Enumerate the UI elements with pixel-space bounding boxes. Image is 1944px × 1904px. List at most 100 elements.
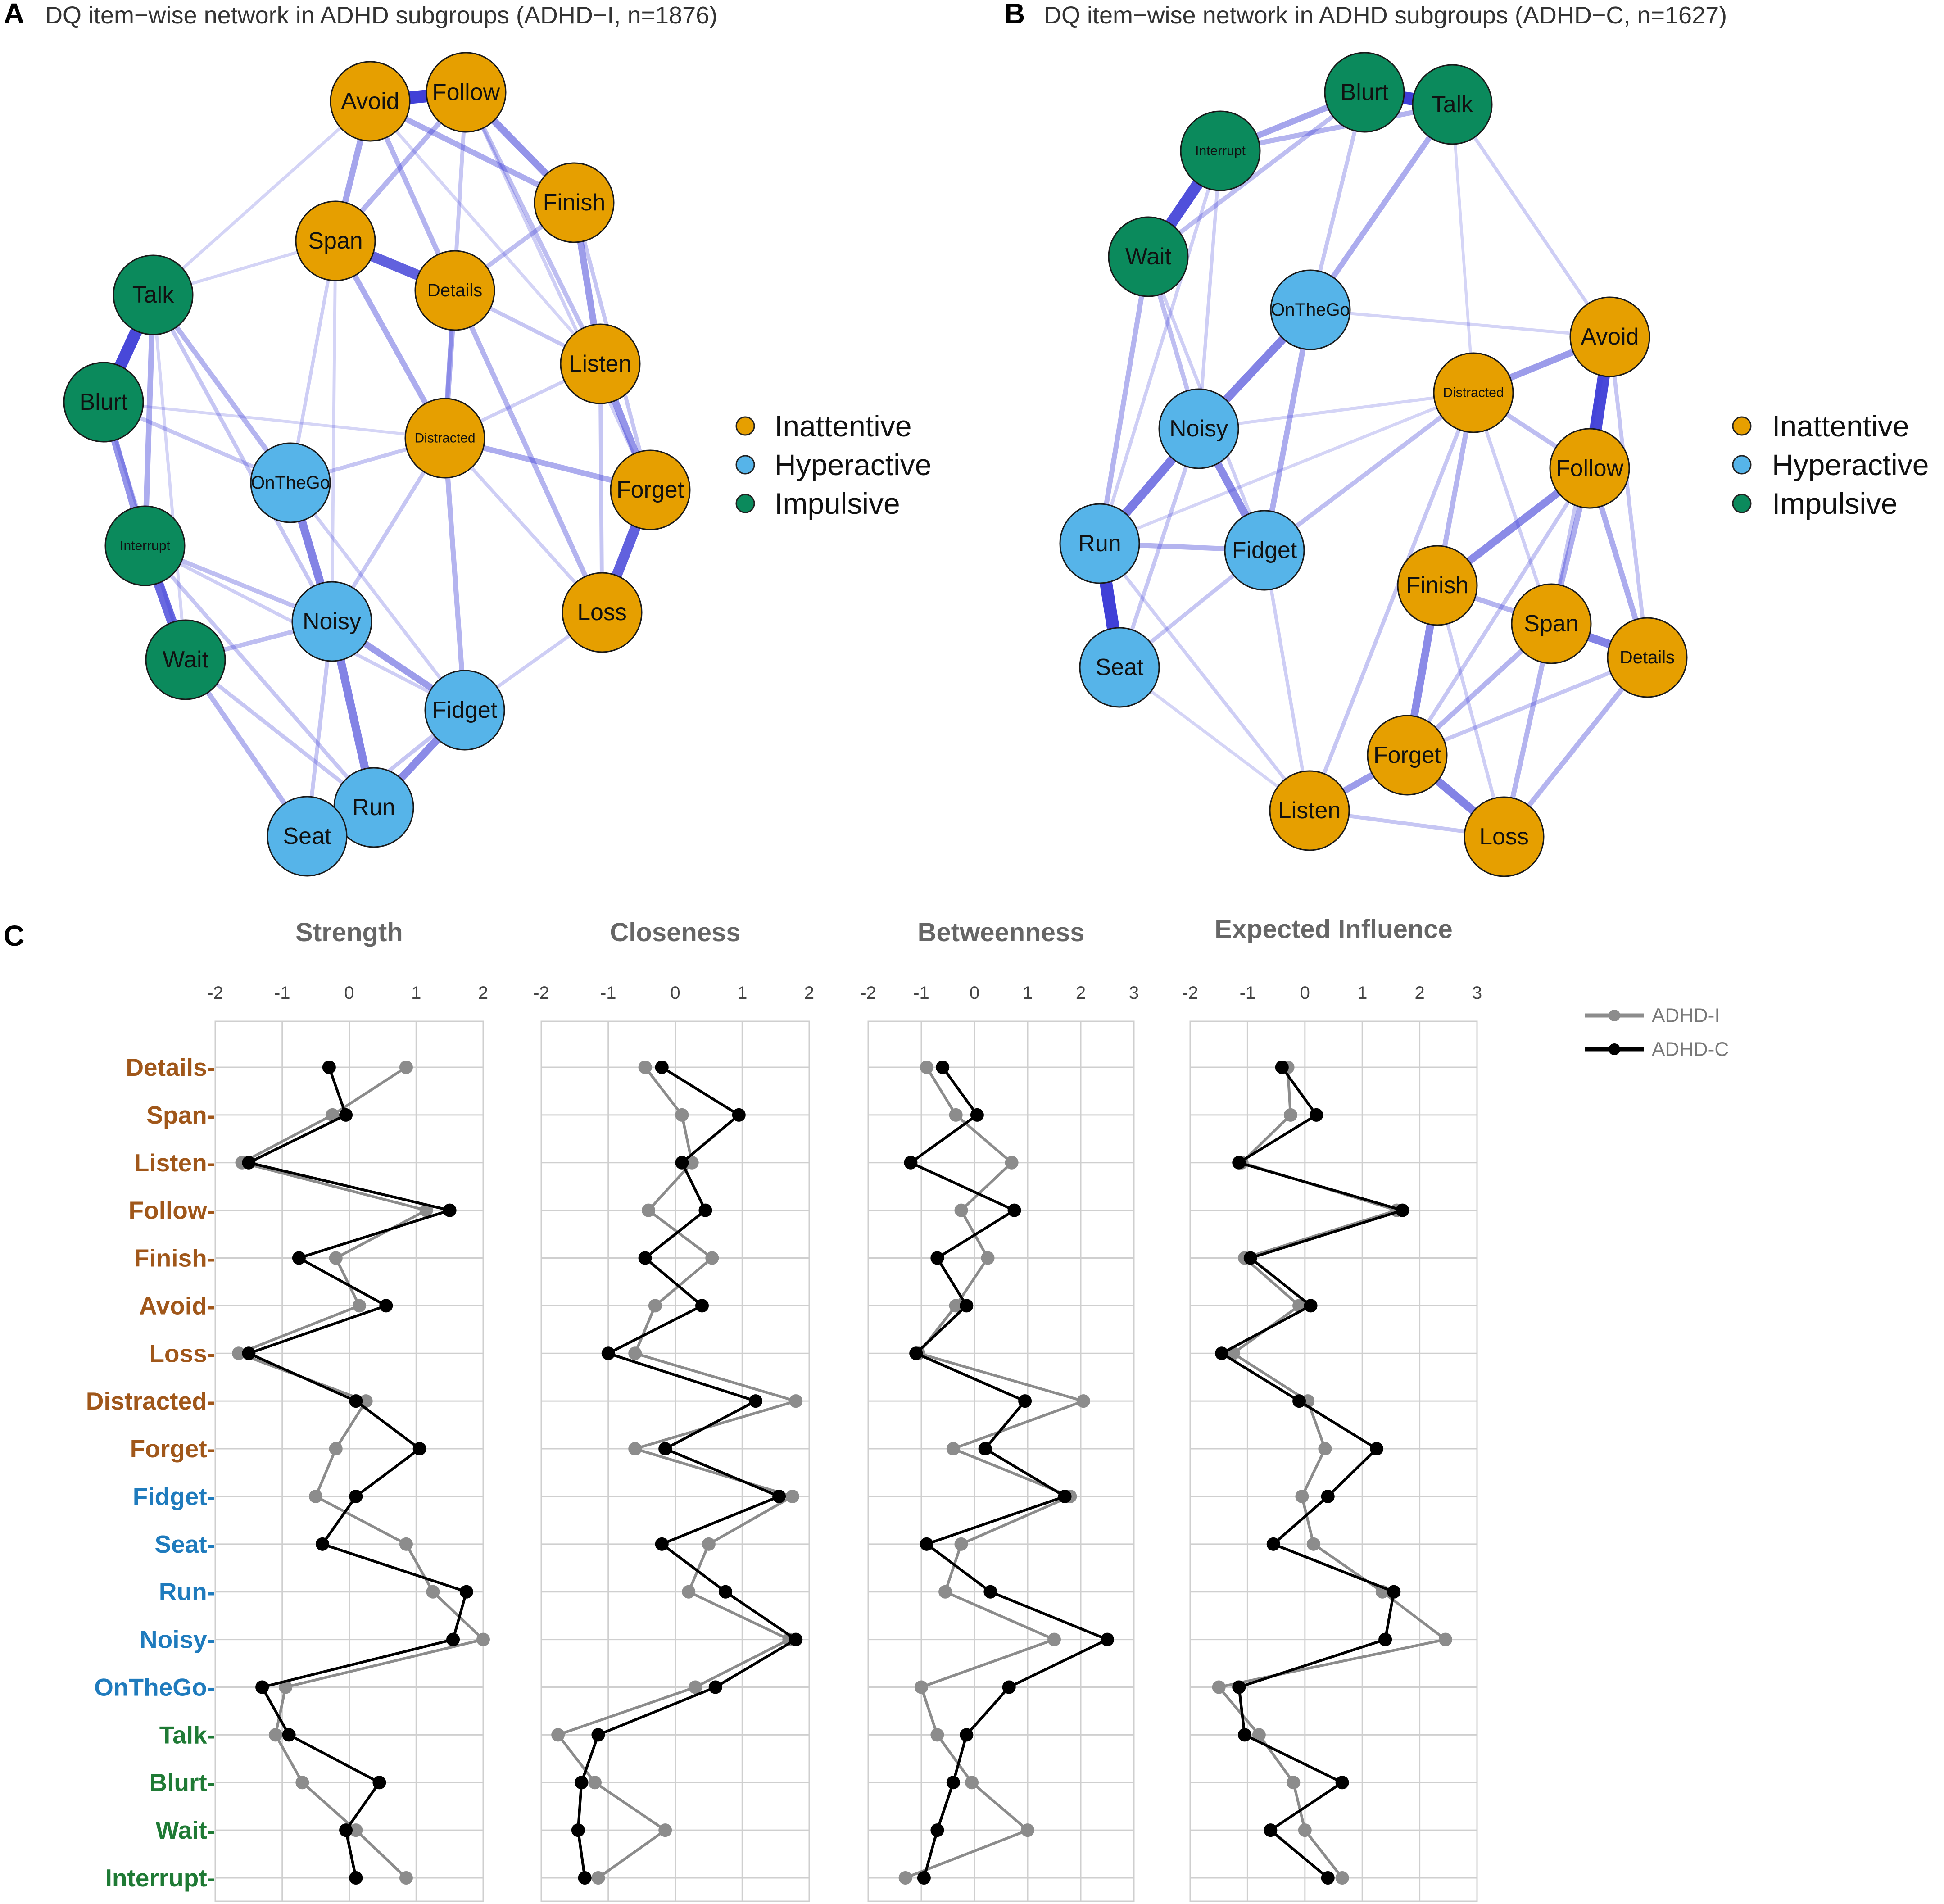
point-closeness-adhd-c-blurt xyxy=(575,1776,589,1790)
point-strength-adhd-i-run xyxy=(426,1585,440,1599)
point-closeness-adhd-c-wait xyxy=(571,1823,585,1837)
edge-fidget-listen xyxy=(1263,549,1311,812)
centrality-title-betweenness: Betweenness xyxy=(918,918,1085,947)
point-closeness-adhd-i-forget xyxy=(628,1442,642,1456)
point-strength-adhd-c-avoid xyxy=(379,1299,393,1313)
tick-label-expected-influence-4: 2 xyxy=(1414,983,1424,1003)
edge-avoid-talk xyxy=(151,100,372,297)
point-expected-influence-adhd-c-distracted xyxy=(1292,1394,1306,1408)
point-strength-adhd-c-interrupt xyxy=(349,1871,363,1885)
point-betweenness-adhd-i-noisy xyxy=(1047,1632,1061,1646)
node-label-onthego: OnTheGo xyxy=(251,473,330,493)
edge-distracted-fidget xyxy=(442,435,467,713)
point-expected-influence-adhd-c-finish xyxy=(1243,1251,1257,1265)
point-closeness-adhd-c-distracted xyxy=(749,1394,762,1408)
tick-label-strength-3: 1 xyxy=(411,983,421,1003)
point-strength-adhd-c-loss xyxy=(242,1346,256,1360)
point-expected-influence-adhd-c-loss xyxy=(1215,1346,1229,1360)
row-label-onthego: OnTheGo- xyxy=(94,1673,215,1701)
legend-a-inattentive-dot xyxy=(735,416,755,436)
node-label-forget: Forget xyxy=(616,477,684,503)
edge-finish-loss xyxy=(1436,584,1506,839)
point-strength-adhd-i-avoid xyxy=(352,1299,366,1313)
point-strength-adhd-c-span xyxy=(339,1108,353,1122)
legend-b-impulsive-dot xyxy=(1732,494,1752,513)
point-betweenness-adhd-c-fidget xyxy=(1058,1489,1072,1503)
series-line-strength-adhd-i xyxy=(237,1066,485,1879)
edge-talk-wait xyxy=(151,293,187,662)
point-betweenness-adhd-c-span xyxy=(970,1108,984,1122)
point-expected-influence-adhd-i-wait xyxy=(1298,1823,1312,1837)
tick-label-expected-influence-2: 0 xyxy=(1300,983,1310,1003)
node-label-noisy: Noisy xyxy=(1169,416,1228,442)
point-betweenness-adhd-i-listen xyxy=(1005,1156,1019,1170)
series-line-closeness-adhd-c xyxy=(576,1066,798,1878)
point-expected-influence-adhd-c-seat xyxy=(1266,1537,1280,1551)
node-label-avoid: Avoid xyxy=(341,88,399,114)
node-label-follow: Follow xyxy=(1556,455,1624,481)
node-label-interrupt: Interrupt xyxy=(1195,144,1246,159)
series-line-strength-adhd-c xyxy=(247,1067,468,1878)
point-strength-adhd-i-finish xyxy=(329,1251,343,1265)
node-span xyxy=(1511,583,1592,664)
node-label-talk: Talk xyxy=(1432,91,1473,118)
point-closeness-adhd-i-talk xyxy=(551,1728,565,1742)
edge-listen-loss xyxy=(598,362,604,615)
edge-distracted-listen xyxy=(1307,390,1476,813)
node-distracted xyxy=(404,398,485,479)
tick-label-betweenness-0: -2 xyxy=(860,983,876,1003)
edge-follow-forget xyxy=(1405,466,1592,757)
point-expected-influence-adhd-c-follow xyxy=(1396,1203,1409,1217)
tick-label-closeness-4: 2 xyxy=(804,983,814,1003)
legend-adhd-c-marker xyxy=(1609,1043,1620,1055)
point-expected-influence-adhd-i-onthego xyxy=(1212,1680,1226,1694)
legend-b-hyperactive-dot xyxy=(1732,455,1752,475)
point-closeness-adhd-i-span xyxy=(675,1108,689,1122)
edge-blurt-wait xyxy=(1146,90,1367,259)
point-closeness-adhd-c-talk xyxy=(591,1728,605,1742)
row-label-noisy: Noisy- xyxy=(140,1626,215,1654)
point-betweenness-adhd-i-distracted xyxy=(1076,1394,1090,1408)
point-betweenness-adhd-c-seat xyxy=(920,1537,933,1551)
point-betweenness-adhd-c-listen xyxy=(904,1156,918,1170)
point-betweenness-adhd-i-blurt xyxy=(965,1776,979,1790)
edge-fidget-distracted xyxy=(1262,390,1476,553)
point-expected-influence-adhd-c-onthego xyxy=(1232,1680,1246,1694)
edge-blurt-distracted xyxy=(102,400,447,440)
point-strength-adhd-c-blurt xyxy=(372,1776,386,1790)
node-label-distracted: Distracted xyxy=(414,431,475,446)
panel-b-network: B DQ item−wise network in ADHD subgroups… xyxy=(1004,0,1929,877)
node-fidget xyxy=(1224,510,1305,591)
panel-c-centrality: C Details-Span-Listen-Follow-Finish-Avoi… xyxy=(4,915,1729,1902)
tick-label-strength-1: -1 xyxy=(274,983,290,1003)
centrality-title-strength: Strength xyxy=(295,918,403,947)
point-betweenness-adhd-i-details xyxy=(920,1061,933,1074)
panel-a-title: DQ item−wise network in ADHD subgroups (… xyxy=(45,2,717,29)
point-strength-adhd-i-noisy xyxy=(476,1632,490,1646)
point-betweenness-adhd-c-loss xyxy=(909,1346,923,1360)
point-closeness-adhd-c-seat xyxy=(655,1537,669,1551)
node-blurt xyxy=(63,362,144,443)
edge-talk-interrupt xyxy=(142,292,156,549)
legend-adhd-i-label: ADHD-I xyxy=(1652,1005,1720,1027)
panel-b-letter: B xyxy=(1004,0,1025,30)
row-label-details: Details- xyxy=(126,1053,215,1081)
point-closeness-adhd-i-seat xyxy=(702,1537,716,1551)
point-closeness-adhd-c-fidget xyxy=(772,1489,786,1503)
tick-label-expected-influence-3: 1 xyxy=(1357,983,1367,1003)
node-label-seat: Seat xyxy=(283,823,332,849)
point-expected-influence-adhd-c-span xyxy=(1310,1108,1323,1122)
point-expected-influence-adhd-c-noisy xyxy=(1378,1632,1392,1646)
node-label-wait: Wait xyxy=(163,647,209,673)
edge-interrupt-run xyxy=(1098,149,1222,545)
node-finish xyxy=(534,162,615,243)
point-closeness-adhd-c-loss xyxy=(601,1346,615,1360)
node-label-onthego: OnTheGo xyxy=(1271,300,1350,320)
point-strength-adhd-i-onthego xyxy=(279,1680,293,1694)
point-strength-adhd-c-seat xyxy=(316,1537,329,1551)
point-expected-influence-adhd-i-span xyxy=(1283,1108,1297,1122)
point-strength-adhd-c-finish xyxy=(292,1251,306,1265)
point-expected-influence-adhd-c-forget xyxy=(1370,1442,1384,1456)
